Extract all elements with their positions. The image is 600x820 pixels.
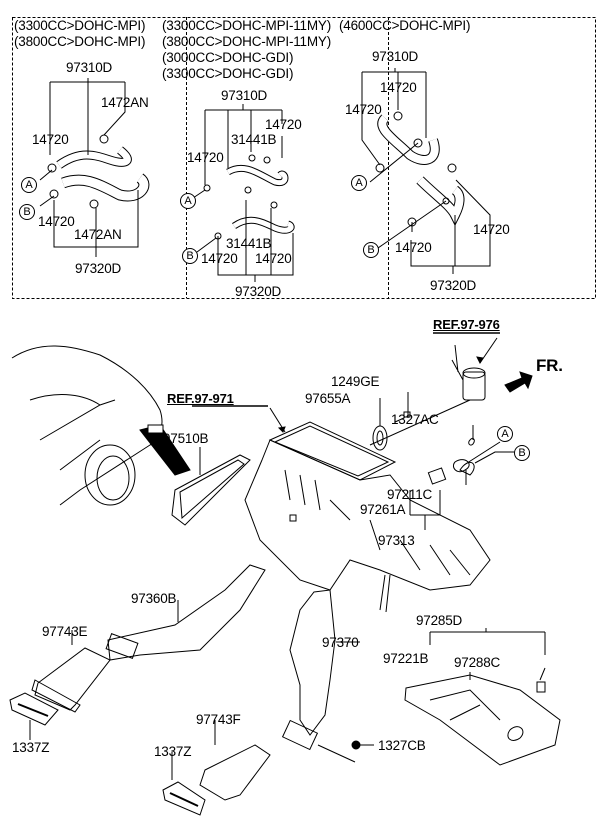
callout-a: A [351, 175, 367, 191]
part-label[interactable]: 14720 [32, 132, 69, 147]
engine-spec: (3000CC>DOHC-GDI) [162, 50, 294, 65]
part-label[interactable]: 97655A [305, 391, 351, 406]
part-label[interactable]: 1472AN [101, 95, 149, 110]
engine-spec: (3800CC>DOHC-MPI) [14, 34, 146, 49]
part-label[interactable]: 31441B [231, 132, 277, 147]
part-label[interactable]: 14720 [380, 80, 417, 95]
hvac-unit [244, 421, 491, 613]
callout-a: A [497, 426, 513, 442]
duct-97360B [105, 564, 266, 661]
callout-b: B [363, 242, 379, 258]
duct-97743F [199, 719, 319, 801]
gasket-and-screw [372, 392, 411, 451]
part-label[interactable]: 97221B [383, 651, 429, 666]
panel3-hoses [361, 68, 491, 274]
part-label[interactable]: 97320D [430, 278, 477, 293]
cover-97285D [404, 628, 561, 766]
part-label[interactable]: 31441B [226, 236, 272, 251]
engine-spec: (4600CC>DOHC-MPI) [339, 18, 471, 33]
part-label[interactable]: 97743F [196, 712, 241, 727]
part-label[interactable]: 97510B [163, 431, 209, 446]
duct-97743E [31, 630, 111, 713]
part-label[interactable]: 14720 [473, 222, 510, 237]
part-label[interactable]: 14720 [255, 251, 292, 266]
part-label[interactable]: 97288C [454, 655, 501, 670]
duct-97370 [289, 589, 360, 736]
engine-spec: (3300CC>DOHC-MPI-11MY) [162, 18, 332, 33]
front-marker: FR. [536, 356, 563, 375]
part-label[interactable]: 97285D [416, 613, 463, 628]
part-label[interactable]: 97261A [360, 502, 406, 517]
part-label[interactable]: 1249GE [331, 374, 380, 389]
hose-panels-frame [12, 17, 596, 299]
part-label[interactable]: 14720 [187, 150, 224, 165]
leader-lines-main [192, 332, 514, 530]
grille-1337Z-left [9, 692, 59, 740]
part-label[interactable]: 1327CB [378, 738, 426, 753]
part-label[interactable]: 97360B [131, 591, 177, 606]
engine-spec: (3300CC>DOHC-MPI) [14, 18, 146, 33]
callout-b: B [514, 445, 530, 461]
part-label[interactable]: 1337Z [154, 744, 192, 759]
part-label[interactable]: 14720 [38, 214, 75, 229]
part-label[interactable]: 14720 [345, 102, 382, 117]
panel2-hoses [189, 104, 295, 282]
callout-a: A [21, 177, 37, 193]
callout-a: A [180, 193, 196, 209]
part-label[interactable]: 97743E [42, 624, 88, 639]
part-label[interactable]: 97313 [378, 533, 415, 548]
panel1-hoses [39, 78, 150, 257]
grille-1337Z-right [162, 752, 206, 816]
part-label[interactable]: 97310D [221, 88, 268, 103]
engine-spec: (3800CC>DOHC-MPI-11MY) [162, 34, 332, 49]
vent-grille-97510B [171, 447, 251, 526]
part-label[interactable]: 14720 [201, 251, 238, 266]
part-label[interactable]: 97211C [387, 487, 433, 502]
part-label[interactable]: 97320D [235, 284, 282, 299]
vehicle-rear-quarter [11, 345, 191, 506]
part-label[interactable]: 14720 [395, 240, 432, 255]
callout-b: B [182, 248, 198, 264]
engine-spec: (3300CC>DOHC-GDI) [162, 66, 294, 81]
ref-link-97-976[interactable]: REF.97-976 [433, 317, 500, 332]
part-label[interactable]: 14720 [265, 117, 302, 132]
part-label[interactable]: 97310D [66, 60, 113, 75]
part-label[interactable]: 1472AN [74, 227, 122, 242]
part-label[interactable]: 97370 [322, 635, 359, 650]
part-label[interactable]: 97320D [75, 261, 122, 276]
part-label[interactable]: 97310D [372, 49, 419, 64]
nut-1327CB [317, 740, 374, 763]
part-label[interactable]: 1327AC [391, 412, 439, 427]
ref-link-97-971[interactable]: REF.97-971 [167, 391, 234, 406]
part-label[interactable]: 1337Z [12, 740, 50, 755]
callout-b: B [19, 204, 35, 220]
front-direction-arrow [504, 371, 533, 393]
sensor-assembly [369, 337, 498, 446]
